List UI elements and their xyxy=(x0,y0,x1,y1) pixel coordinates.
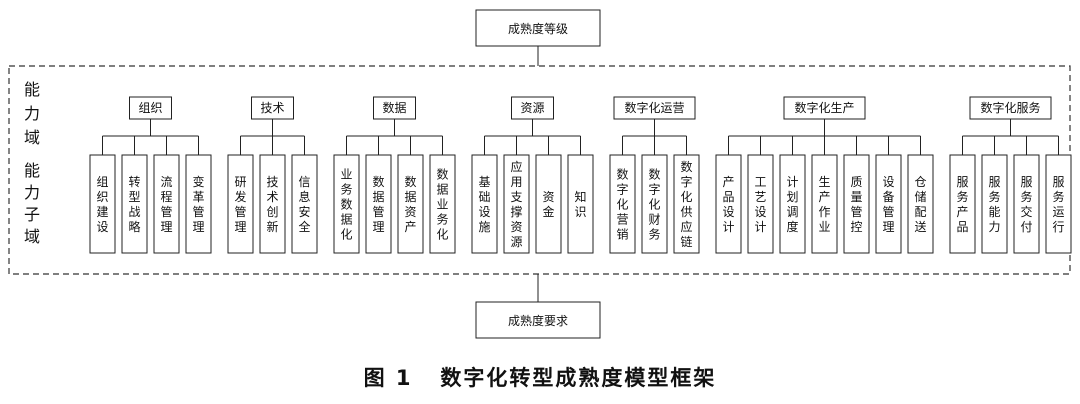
subdomain-box xyxy=(1013,154,1040,254)
subdomain-box xyxy=(471,154,498,254)
subdomain-label: 知识 xyxy=(574,190,586,219)
subdomain-box xyxy=(981,154,1008,254)
subdomain-label: 质量管控 xyxy=(850,175,862,234)
subdomain-box xyxy=(429,154,456,254)
subdomain-label: 业务数据化 xyxy=(340,168,352,242)
subdomain-label: 数据管理 xyxy=(372,174,384,234)
subdomain-label: 数字化供应链 xyxy=(680,159,692,249)
maturity-requirement-box xyxy=(475,301,601,339)
subdomain-label: 技术创新 xyxy=(266,175,278,234)
subdomain-label: 数字化营销 xyxy=(616,167,628,242)
subdomain-box xyxy=(1045,154,1072,254)
subdomain-box xyxy=(227,154,254,254)
subdomain-label: 转型战略 xyxy=(128,174,140,234)
domain-label: 数字化生产 xyxy=(794,100,854,115)
subdomain-box xyxy=(291,154,318,254)
subdomain-box xyxy=(811,154,838,254)
subdomain-box xyxy=(641,154,668,254)
subdomain-label: 仓储配送 xyxy=(914,175,926,234)
domain-label: 组织 xyxy=(138,101,162,115)
domain-label: 数字化运营 xyxy=(624,100,684,115)
subdomain-box xyxy=(609,154,636,254)
domain-label: 数据 xyxy=(382,100,406,115)
subdomain-label: 组织建设 xyxy=(96,175,108,234)
side-label-char: 能 xyxy=(24,161,40,180)
subdomain-box xyxy=(673,154,700,254)
domain-label: 资源 xyxy=(520,101,544,115)
subdomain-box xyxy=(747,154,774,254)
subdomain-box xyxy=(715,154,742,254)
subdomain-label: 信息安全 xyxy=(298,175,310,234)
subdomain-label: 变革管理 xyxy=(192,174,204,234)
subdomain-box xyxy=(185,154,212,254)
subdomain-label: 生产作业 xyxy=(818,175,830,234)
subdomain-label: 研发管理 xyxy=(234,175,246,234)
subdomain-box xyxy=(907,154,934,254)
subdomain-box xyxy=(503,154,530,254)
side-label-char: 域 xyxy=(24,128,40,147)
subdomain-label: 服务运行 xyxy=(1052,175,1064,234)
subdomain-label: 应用支撑资源 xyxy=(510,159,522,249)
subdomain-label: 服务能力 xyxy=(988,175,1000,234)
maturity-requirement-label: 成熟度要求 xyxy=(508,313,568,328)
subdomain-box xyxy=(567,154,594,254)
side-label-char: 域 xyxy=(24,227,40,246)
subdomain-box xyxy=(397,154,424,254)
subdomain-box xyxy=(779,154,806,254)
domain-label: 数字化服务 xyxy=(980,100,1040,115)
maturity-level-box xyxy=(475,9,601,47)
side-label-char: 力 xyxy=(24,104,40,123)
subdomain-box xyxy=(89,154,116,254)
subdomain-label: 数据业务化 xyxy=(436,167,448,242)
subdomain-box xyxy=(153,154,180,254)
subdomain-label: 产品设计 xyxy=(722,175,734,234)
side-label-char: 能 xyxy=(24,80,40,99)
side-label-char: 子 xyxy=(24,205,40,224)
subdomain-box xyxy=(843,154,870,254)
subdomain-label: 计划调度 xyxy=(786,175,798,234)
maturity-level-label: 成熟度等级 xyxy=(508,21,568,36)
subdomain-box xyxy=(259,154,286,254)
subdomain-label: 流程管理 xyxy=(160,175,172,234)
subdomain-box xyxy=(333,154,360,254)
subdomain-box xyxy=(121,154,148,254)
subdomain-box xyxy=(949,154,976,254)
subdomain-label: 数据资产 xyxy=(404,174,416,234)
subdomain-label: 数字化财务 xyxy=(648,167,660,242)
figure-caption: 图 1 数字化转型成熟度模型框架 xyxy=(363,366,717,390)
subdomain-label: 服务交付 xyxy=(1020,175,1032,234)
capability-domain-side-label: 能力域 xyxy=(24,80,40,147)
subdomain-box xyxy=(365,154,392,254)
subdomain-label: 服务产品 xyxy=(956,175,968,234)
side-label-char: 力 xyxy=(24,183,40,202)
subdomain-box xyxy=(875,154,902,254)
subdomain-box xyxy=(535,154,562,254)
subdomain-label: 资金 xyxy=(542,190,554,219)
subdomain-label: 工艺设计 xyxy=(754,175,766,234)
subdomain-label: 基础设施 xyxy=(478,175,490,234)
domain-label: 技术 xyxy=(260,101,284,115)
subdomain-label: 设备管理 xyxy=(882,175,894,234)
